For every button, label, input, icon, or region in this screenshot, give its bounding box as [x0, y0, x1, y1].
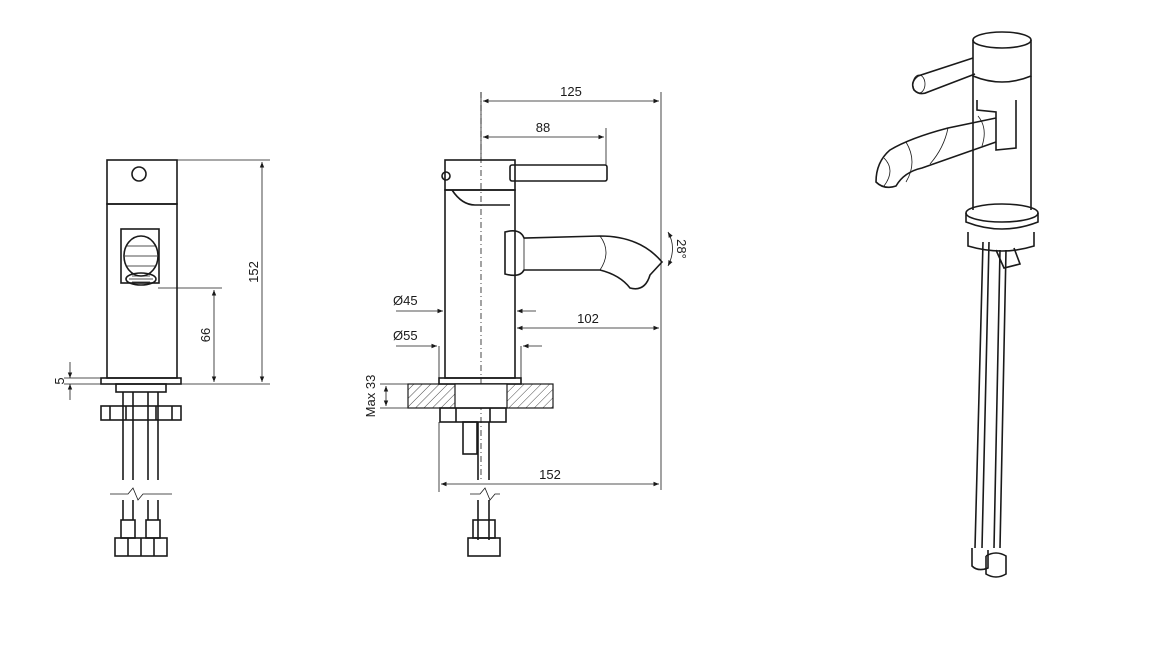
iso-lever-end [912, 74, 926, 94]
side-view: 125 88 28° 102 Ø45 Ø55 Max 33 152 [363, 84, 689, 557]
side-label-max33: Max 33 [363, 375, 378, 418]
side-hose-end [472, 519, 496, 539]
side-ext-lines-d55 [438, 346, 522, 378]
front-hoses-lower [122, 500, 159, 520]
front-label-66: 66 [198, 328, 213, 342]
side-hose-nut [467, 537, 501, 557]
front-hose-end-right [145, 519, 161, 539]
side-label-angle: 28° [674, 239, 689, 259]
iso-lever [911, 57, 976, 95]
side-base [438, 377, 522, 385]
side-dim-angle [667, 231, 673, 267]
front-mount-nut [100, 405, 182, 421]
front-aerator-mesh [129, 275, 153, 283]
side-spout-detail [504, 232, 607, 274]
side-hose [477, 422, 490, 480]
isometric-view [875, 31, 1039, 578]
front-lever-hole [131, 166, 147, 182]
front-base [100, 377, 182, 385]
front-body [106, 203, 178, 379]
side-label-88: 88 [536, 120, 550, 135]
side-label-d55: Ø55 [393, 328, 418, 343]
iso-hose-end-left [971, 548, 989, 571]
side-break-line [470, 487, 500, 501]
front-spout-opening [120, 228, 160, 284]
iso-base [965, 213, 1039, 230]
iso-spout-window [976, 100, 1017, 151]
side-cap [444, 159, 516, 191]
front-cap [106, 159, 178, 205]
front-hoses [122, 392, 159, 480]
side-body [444, 189, 516, 379]
side-mount-nut [439, 407, 507, 423]
side-spout [504, 230, 664, 290]
side-lever [509, 164, 608, 182]
front-aerator [125, 272, 157, 286]
iso-hoses [974, 241, 1007, 549]
front-nut-lines [109, 406, 173, 420]
front-ext-lines-5 [64, 377, 101, 385]
iso-mount-nut [967, 232, 1035, 252]
front-ext-lines-152 [177, 159, 270, 385]
iso-base-top [965, 203, 1039, 223]
front-break-line [110, 487, 172, 501]
side-cap-knob [441, 171, 451, 181]
iso-spout-detail [883, 115, 985, 187]
side-ext-lines-max33 [380, 383, 408, 409]
side-label-d45: Ø45 [393, 293, 418, 308]
side-cap-bottom [451, 189, 510, 206]
front-spout-rings [125, 245, 157, 267]
front-label-5: 5 [52, 377, 67, 384]
side-nut-lines [455, 408, 491, 422]
front-view: 152 66 5 [52, 159, 270, 557]
iso-spout [875, 117, 997, 189]
iso-hose-end-right [985, 552, 1007, 578]
side-label-152: 152 [539, 467, 561, 482]
front-hose-nut-lines [127, 538, 155, 556]
iso-cap-top [972, 31, 1032, 49]
side-label-102: 102 [577, 311, 599, 326]
front-label-152: 152 [246, 261, 261, 283]
front-hose-end-left [120, 519, 136, 539]
side-ext-lines-125 [480, 92, 662, 490]
side-label-125: 125 [560, 84, 582, 99]
side-counter-hole [454, 383, 508, 409]
front-shank [115, 383, 167, 393]
iso-body [972, 76, 1032, 210]
side-fitting [462, 421, 478, 455]
